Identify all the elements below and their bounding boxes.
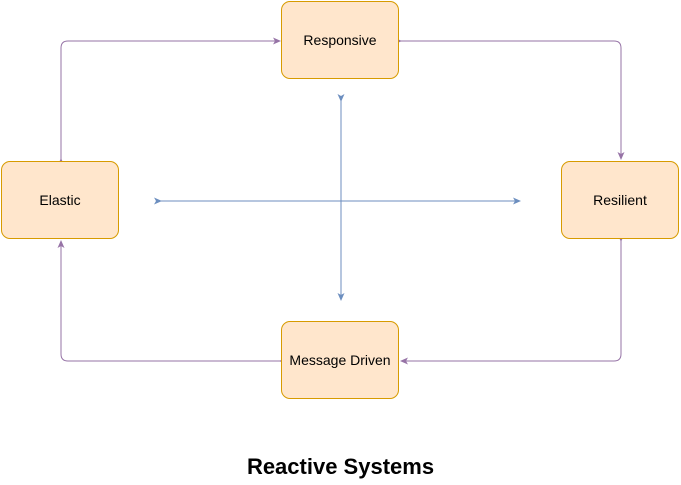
edge-message-driven-elastic	[57, 240, 287, 365]
edge-resilient-message-driven	[400, 234, 625, 365]
node-elastic: Elastic	[1, 161, 119, 239]
edge-elastic-responsive	[57, 37, 281, 166]
node-responsive-label: Responsive	[303, 32, 377, 48]
node-resilient-label: Resilient	[593, 192, 647, 208]
edge-responsive-resilient	[394, 37, 625, 160]
node-resilient: Resilient	[561, 161, 679, 239]
diagram-title: Reactive Systems	[246, 454, 435, 479]
node-message-driven-label: Message Driven	[289, 352, 391, 368]
node-elastic-label: Elastic	[39, 192, 81, 208]
node-responsive: Responsive	[281, 1, 399, 79]
node-message-driven: Message Driven	[281, 321, 399, 399]
